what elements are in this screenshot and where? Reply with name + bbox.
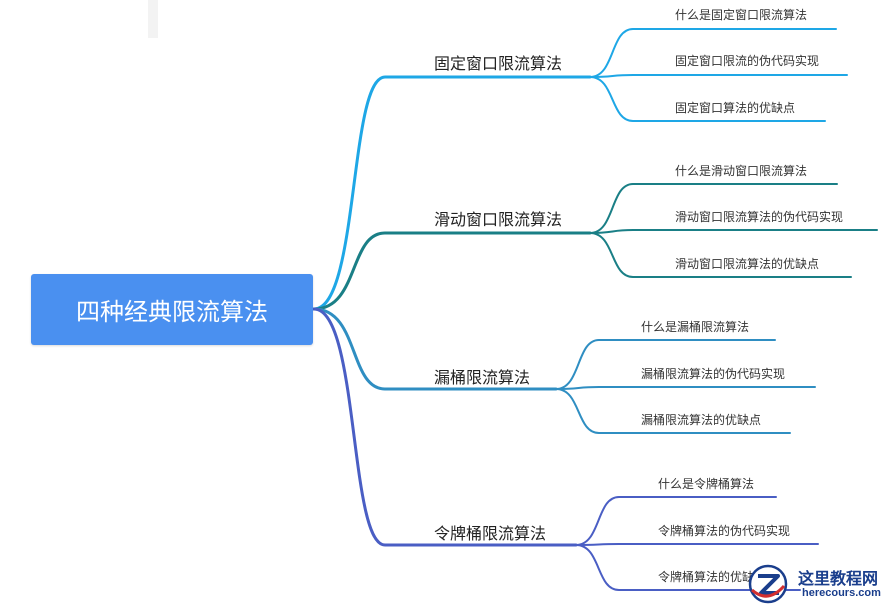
branch-label: 滑动窗口限流算法: [434, 210, 563, 229]
branch-to-leaf-connector: [589, 74, 848, 78]
branch-to-leaf-connector: [589, 183, 838, 234]
branch-label: 令牌桶限流算法: [434, 524, 547, 543]
branch-to-leaf-connector: [575, 496, 777, 546]
leaf-label: 什么是滑动窗口限流算法: [675, 164, 808, 178]
leaf-label: 什么是令牌桶算法: [658, 477, 755, 491]
root-node-label: 四种经典限流算法: [76, 298, 268, 326]
leaf-node[interactable]: 漏桶限流算法的优缺点: [641, 411, 761, 428]
branch-to-leaf-connector: [555, 386, 816, 390]
leaf-node[interactable]: 滑动窗口限流算法的伪代码实现: [675, 208, 843, 225]
watermark-title: 这里教程网: [798, 569, 879, 588]
root-to-branch-connector: [312, 307, 558, 391]
root-node[interactable]: 四种经典限流算法: [31, 274, 313, 345]
branch-to-leaf-connector: [589, 232, 852, 278]
branch-node-sliding-window[interactable]: 滑动窗口限流算法: [434, 206, 562, 230]
scan-artifact: [148, 0, 158, 38]
leaf-node[interactable]: 什么是滑动窗口限流算法: [675, 162, 807, 179]
root-to-branch-connector: [312, 75, 592, 311]
root-to-branch-connector: [312, 231, 592, 311]
branch-node-leaky-bucket[interactable]: 漏桶限流算法: [434, 364, 530, 388]
leaf-label: 固定窗口限流的伪代码实现: [675, 54, 820, 68]
branch-label: 漏桶限流算法: [434, 368, 531, 387]
leaf-node[interactable]: 什么是漏桶限流算法: [641, 318, 749, 335]
leaf-label: 什么是固定窗口限流算法: [675, 8, 808, 22]
leaf-node[interactable]: 固定窗口算法的优缺点: [675, 99, 795, 116]
leaf-label: 什么是漏桶限流算法: [641, 320, 750, 334]
root-to-branch-connector: [312, 307, 578, 547]
leaf-node[interactable]: 漏桶限流算法的伪代码实现: [641, 365, 785, 382]
branch-to-leaf-connector: [589, 28, 837, 78]
leaf-node[interactable]: 固定窗口限流的伪代码实现: [675, 52, 819, 69]
leaf-label: 令牌桶算法的伪代码实现: [658, 524, 791, 538]
leaf-node[interactable]: 令牌桶算法的优缺点: [658, 568, 766, 585]
leaf-node[interactable]: 什么是固定窗口限流算法: [675, 6, 807, 23]
branch-to-leaf-connector: [555, 388, 791, 434]
branch-to-leaf-connector: [555, 339, 776, 390]
watermark-logo-icon: [748, 564, 788, 604]
leaf-label: 漏桶限流算法的伪代码实现: [641, 367, 786, 381]
branch-to-leaf-connector: [589, 76, 826, 122]
leaf-label: 滑动窗口限流算法的优缺点: [675, 257, 820, 271]
leaf-node[interactable]: 什么是令牌桶算法: [658, 475, 754, 492]
leaf-label: 令牌桶算法的优缺点: [658, 570, 767, 584]
leaf-node[interactable]: 滑动窗口限流算法的优缺点: [675, 255, 819, 272]
branch-node-fixed-window[interactable]: 固定窗口限流算法: [434, 50, 562, 74]
branch-to-leaf-connector: [575, 544, 801, 591]
branch-to-leaf-connector: [575, 543, 819, 546]
watermark-url: herecours.com: [802, 587, 881, 599]
leaf-label: 漏桶限流算法的优缺点: [641, 413, 762, 427]
leaf-node[interactable]: 令牌桶算法的伪代码实现: [658, 522, 790, 539]
leaf-label: 滑动窗口限流算法的伪代码实现: [675, 210, 844, 224]
branch-to-leaf-connector: [589, 229, 878, 234]
branch-label: 固定窗口限流算法: [434, 54, 563, 73]
leaf-label: 固定窗口算法的优缺点: [675, 101, 796, 115]
watermark: 这里教程网 herecours.com: [742, 562, 887, 606]
branch-node-token-bucket[interactable]: 令牌桶限流算法: [434, 520, 546, 544]
